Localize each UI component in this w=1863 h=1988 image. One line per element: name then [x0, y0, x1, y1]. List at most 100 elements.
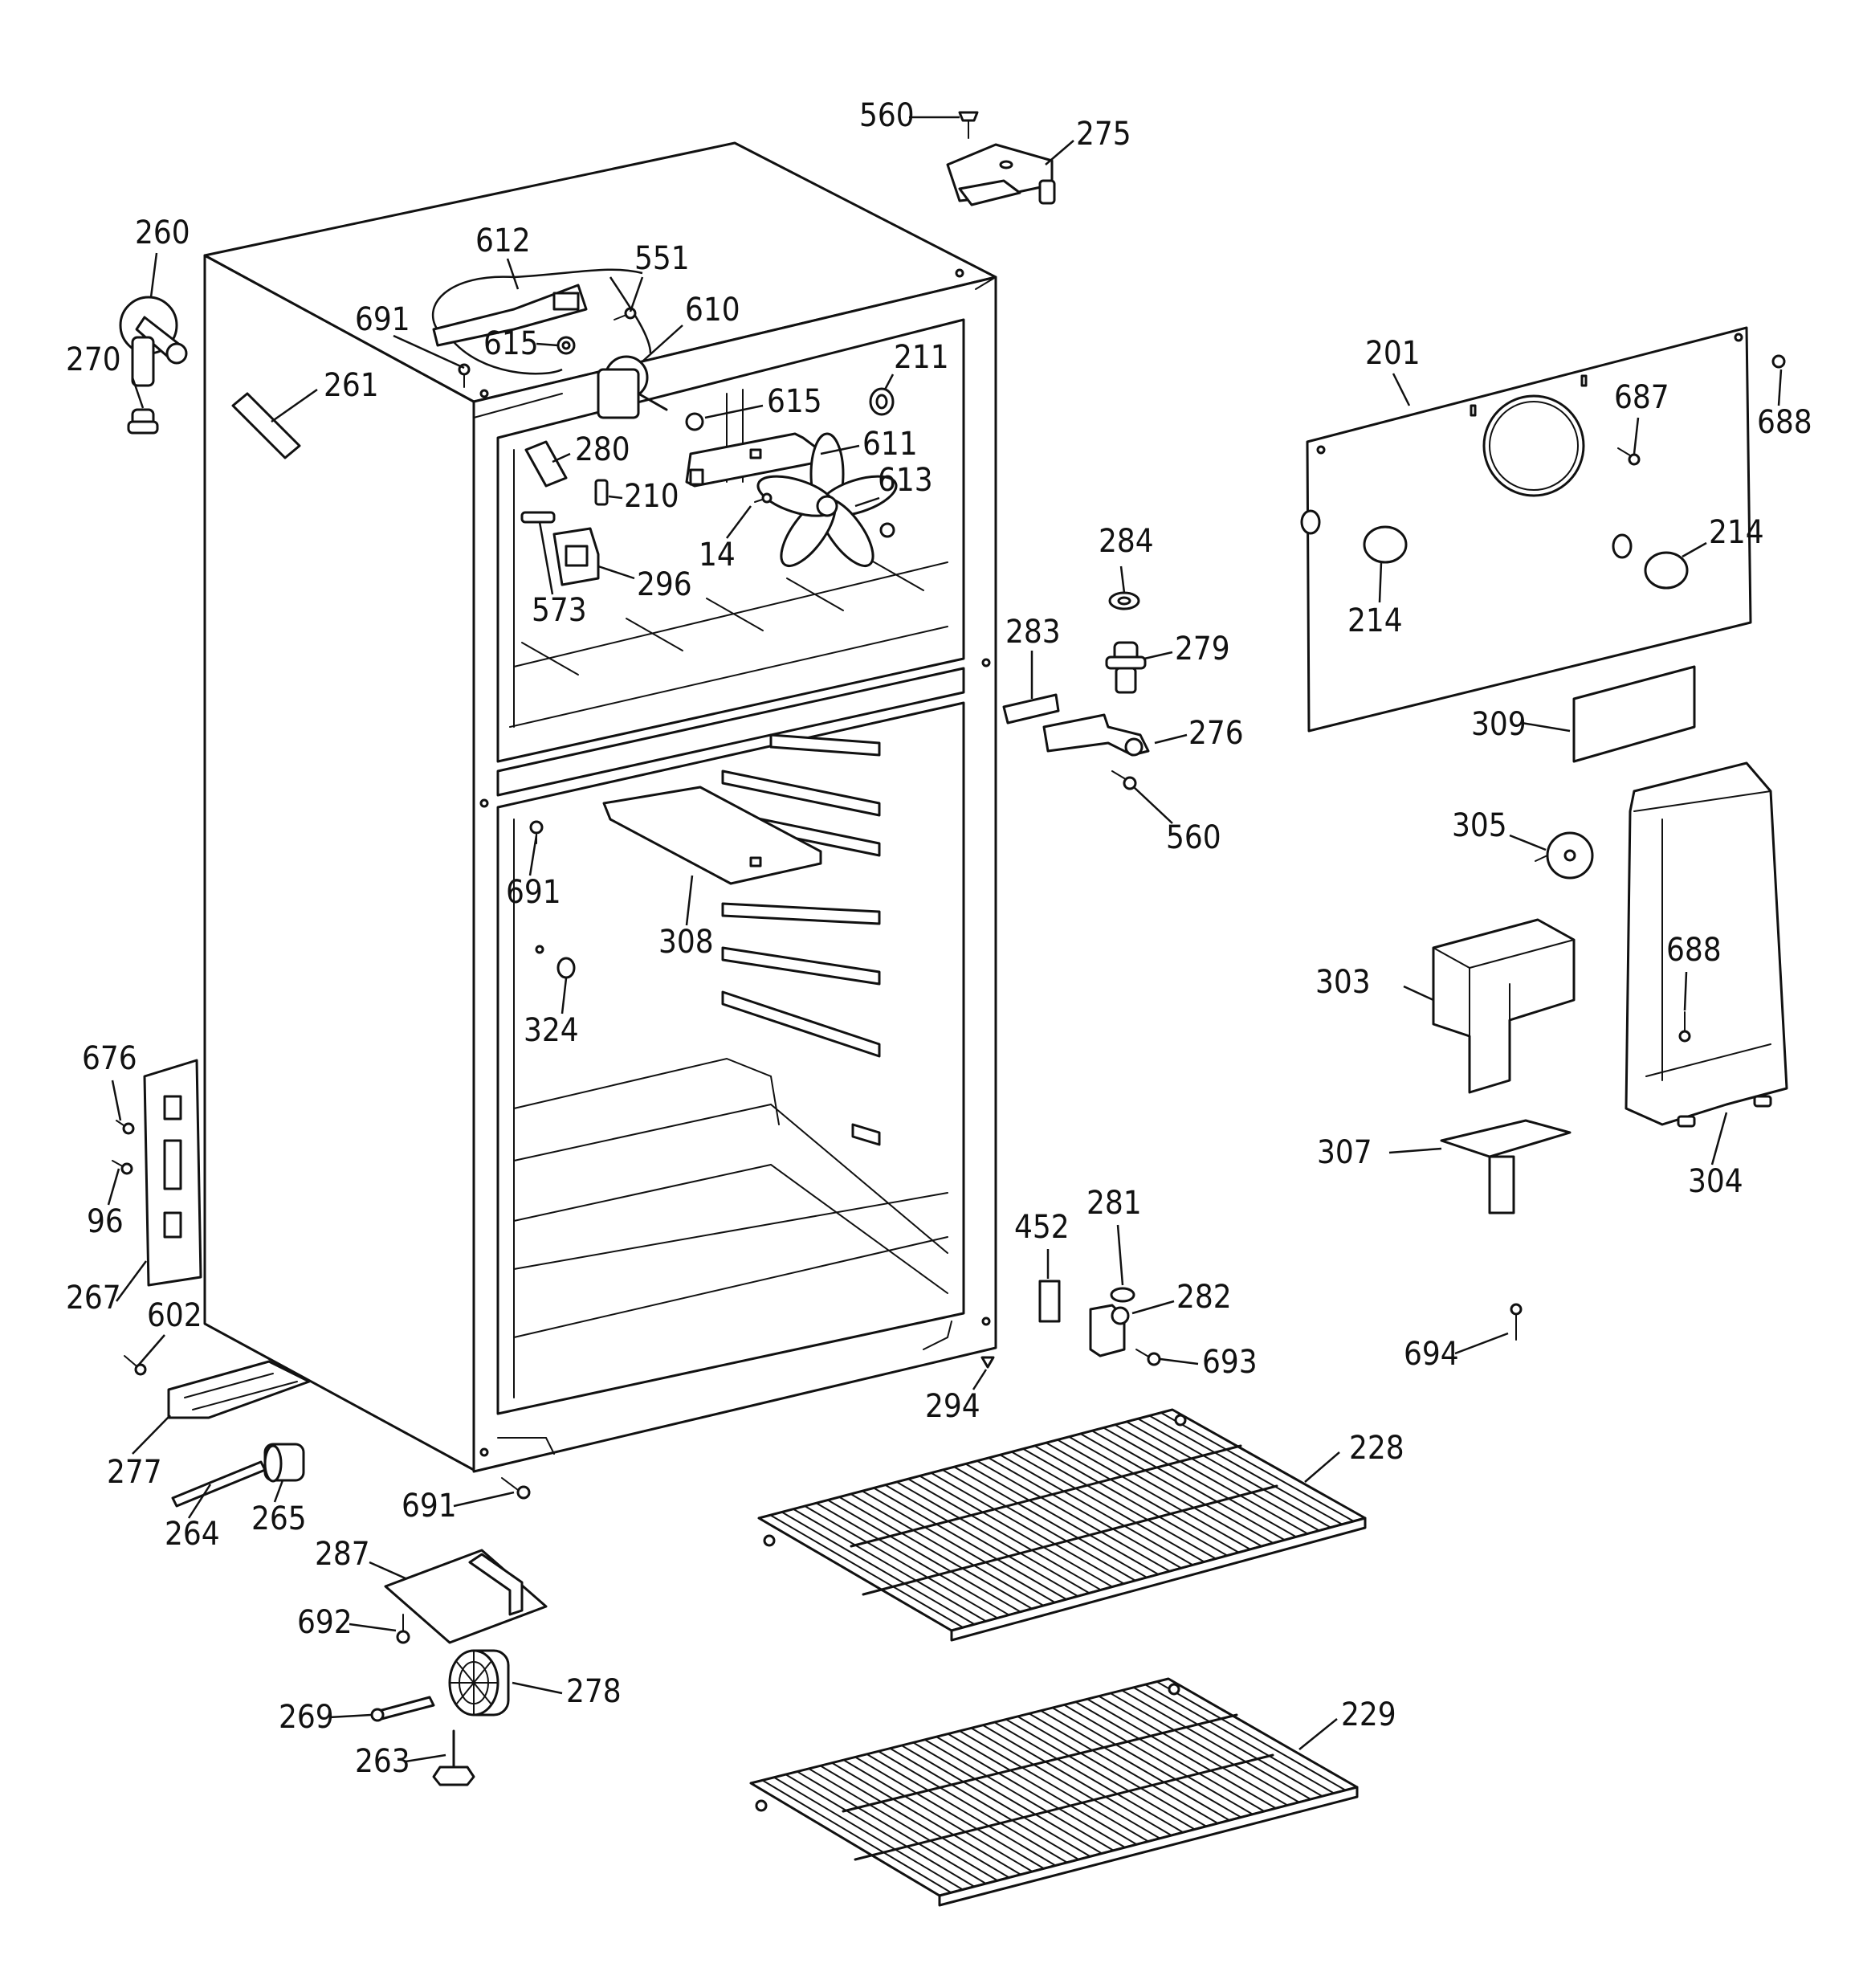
shelf-wire — [1022, 1447, 1217, 1560]
callout-201: 201 — [1365, 335, 1421, 372]
shelf-wire — [1074, 1700, 1266, 1812]
shelf-wire — [1005, 1718, 1196, 1831]
callout-303: 303 — [1315, 964, 1371, 1001]
grommet-615-a — [556, 336, 576, 355]
fan-motor-610 — [597, 355, 668, 419]
shelf-wire — [988, 1457, 1183, 1570]
housing-303 — [1432, 918, 1576, 1094]
callout-305: 305 — [1452, 807, 1507, 844]
shelf-wire — [1148, 1414, 1343, 1525]
shelf-wire — [1114, 1423, 1309, 1535]
callout-688a: 688 — [1757, 404, 1812, 441]
cover-308 — [602, 786, 822, 885]
callout-279: 279 — [1175, 631, 1230, 667]
wheel-278 — [448, 1649, 510, 1717]
shelf-wire — [912, 1741, 1103, 1855]
wire-shelf-229 — [749, 1677, 1359, 1907]
shelf-wire — [785, 1774, 976, 1888]
shelf-wire — [1160, 1411, 1355, 1522]
callout-275: 275 — [1076, 116, 1131, 153]
callout-276: 276 — [1188, 715, 1244, 752]
shim-452 — [1038, 1280, 1061, 1323]
wire-shelf-228 — [757, 1408, 1367, 1642]
callout-691a: 691 — [355, 301, 410, 338]
part-324 — [535, 945, 576, 979]
shelf-wire — [1137, 1418, 1332, 1529]
callout-210: 210 — [624, 478, 679, 515]
shelf-wire — [1040, 1709, 1231, 1822]
shelf-wire — [1068, 1435, 1263, 1547]
callout-260: 260 — [135, 214, 190, 251]
shelf-wire — [1125, 1421, 1320, 1532]
callout-688b: 688 — [1666, 932, 1722, 969]
callout-615a: 615 — [483, 325, 539, 362]
callout-296: 296 — [637, 566, 692, 603]
shelf-wire — [796, 1770, 987, 1884]
shelf-wire — [889, 1747, 1080, 1860]
callout-228: 228 — [1349, 1430, 1404, 1467]
washer-281 — [1110, 1287, 1135, 1303]
fan-blade-613 — [756, 432, 898, 567]
shelf-wire — [773, 1776, 964, 1891]
shelf-wire — [964, 1463, 1160, 1575]
shelf-wire — [936, 1736, 1127, 1848]
callout-611: 611 — [862, 426, 918, 463]
callout-270: 270 — [66, 341, 121, 378]
grommet-615-b — [685, 412, 704, 431]
callout-284: 284 — [1099, 523, 1154, 560]
rail-267 — [143, 1059, 202, 1287]
shelf-wire — [970, 1727, 1161, 1839]
screw-551 — [614, 307, 637, 320]
callout-283: 283 — [1005, 614, 1061, 651]
nut-613 — [879, 522, 895, 538]
bracket-277 — [167, 1360, 311, 1419]
shelf-wire — [930, 1472, 1125, 1585]
screw-688-lower — [1678, 1011, 1691, 1043]
part-307 — [1440, 1119, 1572, 1214]
shelf-wire — [1086, 1698, 1277, 1810]
cover-304 — [1625, 761, 1788, 1128]
shelf-wire — [854, 1756, 1045, 1870]
callout-304: 304 — [1688, 1163, 1743, 1200]
screw-96 — [112, 1160, 133, 1175]
callout-573: 573 — [532, 592, 587, 629]
shelf-wire — [941, 1469, 1136, 1582]
hinge-275 — [946, 143, 1056, 206]
callout-14: 14 — [699, 537, 736, 574]
knob-214-right — [1644, 551, 1689, 590]
shelf-wire — [1028, 1712, 1219, 1824]
shelf-wire — [1098, 1695, 1289, 1806]
callout-229: 229 — [1341, 1696, 1396, 1733]
shelf-wire — [884, 1484, 1079, 1598]
callout-267: 267 — [66, 1280, 121, 1316]
screw-560-lower — [1111, 770, 1137, 790]
callout-694: 694 — [1404, 1336, 1459, 1373]
screw-560-top — [958, 111, 979, 139]
shelf-wire — [895, 1481, 1090, 1594]
shelf-wire — [769, 1514, 964, 1629]
shelf-wire — [815, 1502, 1010, 1616]
callout-613: 613 — [878, 462, 933, 499]
callout-277: 277 — [107, 1454, 162, 1491]
bracket-287 — [384, 1549, 548, 1644]
part-211 — [869, 387, 895, 416]
pin-269 — [370, 1696, 435, 1722]
callout-610: 610 — [685, 292, 740, 329]
shelf-wire — [999, 1454, 1194, 1566]
shim-283 — [1002, 693, 1060, 725]
shelf-wire — [861, 1490, 1056, 1603]
callout-280: 280 — [575, 431, 630, 468]
shelf-wire — [976, 1459, 1171, 1573]
callout-560a: 560 — [859, 97, 915, 134]
shelf-wire — [781, 1511, 976, 1626]
screw-691-lower — [501, 1477, 531, 1500]
callout-214b: 214 — [1709, 514, 1764, 551]
wiring-harness — [431, 268, 652, 375]
shelf-wire — [1103, 1427, 1298, 1538]
callout-692: 692 — [297, 1604, 353, 1641]
shelf-wire — [804, 1505, 999, 1619]
part-280 — [524, 440, 568, 488]
shelf-wire — [866, 1753, 1057, 1867]
callout-691b: 691 — [506, 874, 561, 911]
bracket-612 — [432, 284, 588, 347]
